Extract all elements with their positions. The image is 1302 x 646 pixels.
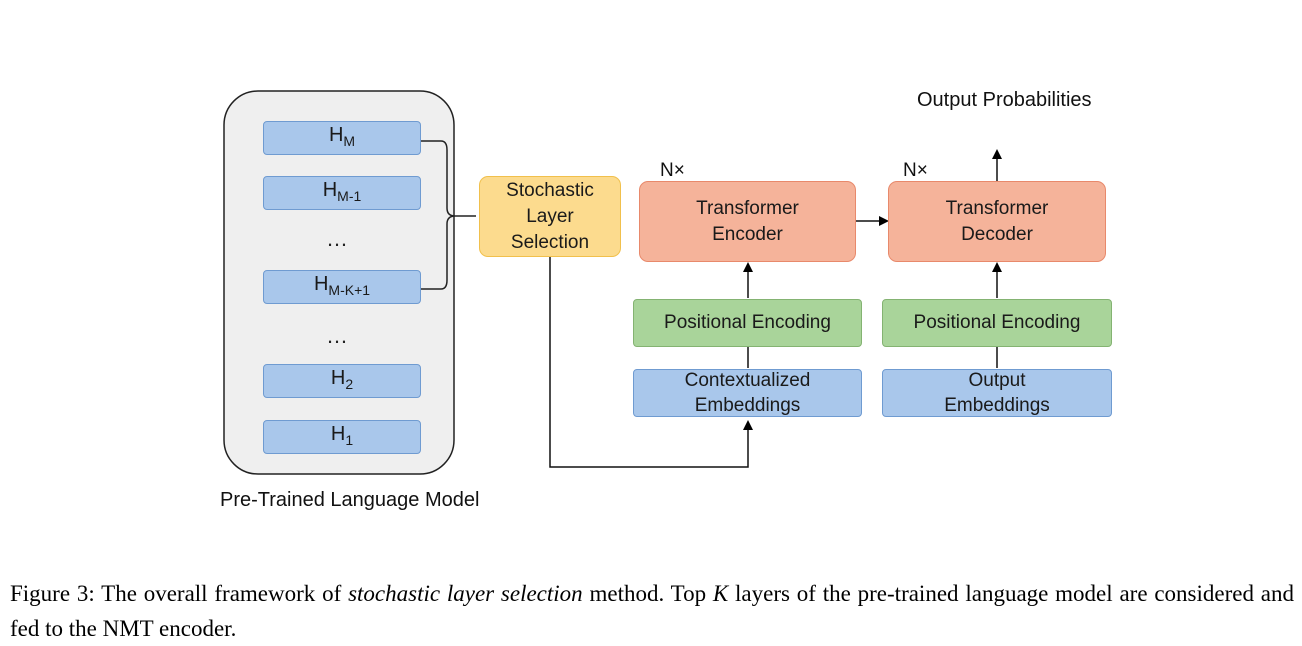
stochastic-layer-selection: Stochastic Layer Selection	[479, 176, 621, 257]
layer-h-m-k-1: HM-K+1	[263, 270, 421, 304]
selection-to-embeddings-arrow	[549, 256, 753, 468]
output-embeddings: Output Embeddings	[882, 369, 1112, 417]
transformer-decoder: Transformer Decoder	[888, 181, 1106, 262]
transformer-encoder: Transformer Encoder	[639, 181, 856, 262]
layer-h-2: H2	[263, 364, 421, 398]
layer-h-1: H1	[263, 420, 421, 454]
output-probabilities-label: Output Probabilities	[917, 89, 1092, 111]
encoder-repeat-label: N×	[660, 160, 685, 181]
ellipsis-top: …	[326, 226, 351, 251]
ellipsis-bottom: …	[326, 323, 351, 348]
encoder-positional-encoding: Positional Encoding	[633, 299, 862, 347]
figure-caption: Figure 3: The overall framework of stoch…	[10, 581, 1294, 641]
layer-brace	[421, 140, 476, 290]
contextualized-embeddings: Contextualized Embeddings	[633, 369, 862, 417]
layer-h-m: HM	[263, 121, 421, 155]
layer-h-m-1: HM-1	[263, 176, 421, 210]
decoder-repeat-label: N×	[903, 160, 928, 181]
decoder-positional-encoding: Positional Encoding	[882, 299, 1112, 347]
plm-label: Pre-Trained Language Model	[220, 489, 480, 511]
